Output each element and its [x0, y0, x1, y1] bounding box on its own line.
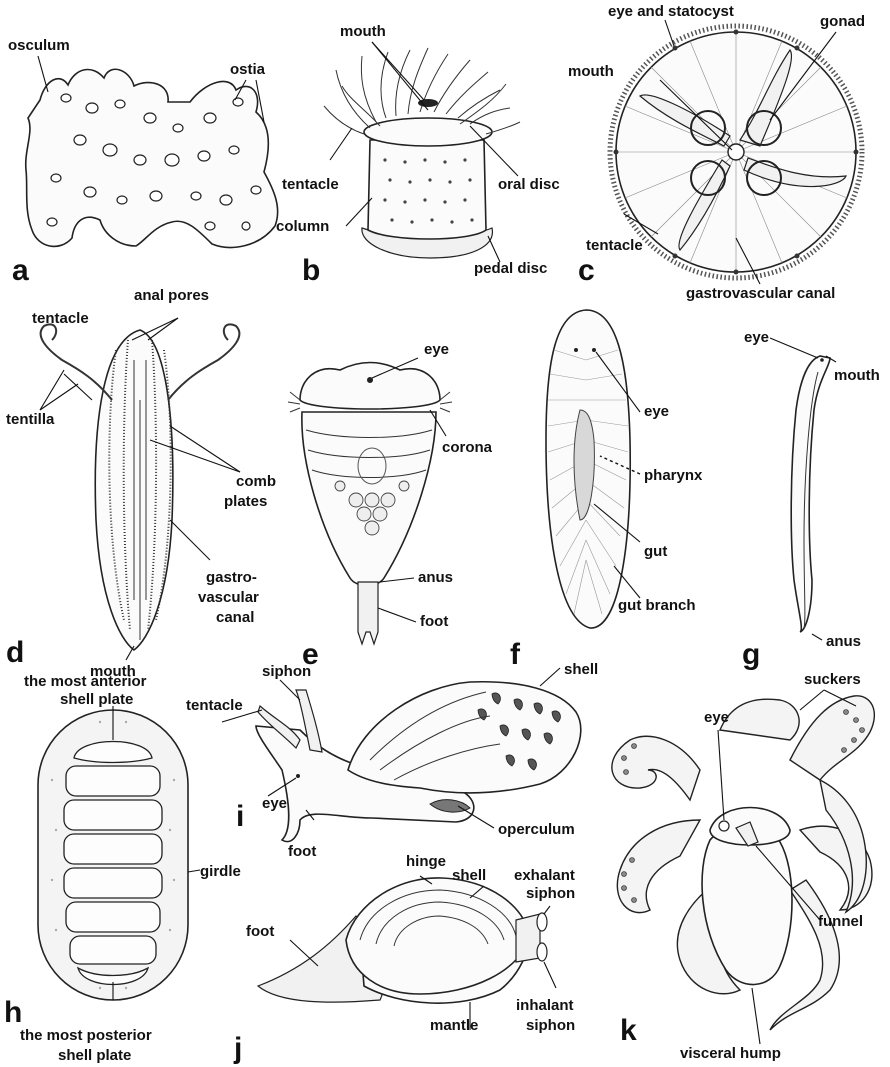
panel-e: eye corona anus foot e [288, 341, 493, 671]
label-exhalant-siphon: siphon [526, 885, 575, 902]
shell-plates [64, 742, 162, 985]
panel-letter-d: d [6, 636, 24, 669]
label-mouth-g: mouth [834, 367, 880, 384]
panel-letter-g: g [742, 638, 760, 671]
rotifer-head [300, 363, 440, 410]
panel-letter-h: h [4, 996, 22, 1029]
label-canal: canal [216, 609, 254, 626]
clam-siphons [516, 914, 540, 962]
panel-i: siphon shell tentacle eye operculum foot… [186, 661, 598, 860]
label-gastrovascular-canal: gastrovascular canal [686, 285, 835, 302]
label-comb: comb [236, 473, 276, 490]
eye-spot-i [296, 774, 300, 778]
label-inhalant-siphon: siphon [526, 1017, 575, 1034]
eye-spot-g [820, 358, 824, 362]
label-operculum: operculum [498, 821, 575, 838]
label-girdle: girdle [200, 863, 241, 880]
panel-c: eye and statocyst gonad mouth tentacle g… [568, 3, 865, 302]
label-eye-e: eye [424, 341, 449, 358]
label-eye-statocyst: eye and statocyst [608, 3, 734, 20]
mouth [418, 99, 438, 107]
panel-j: hinge shell exhalant siphon foot inhalan… [233, 853, 575, 1065]
label-column: column [276, 218, 329, 235]
label-vascular: vascular [198, 589, 259, 606]
eye-k [719, 821, 729, 831]
rotifer-foot [358, 582, 378, 644]
panel-a: osculum ostia a [8, 37, 278, 287]
label-gut: gut [644, 543, 667, 560]
panel-h: the most anterior shell plate girdle the… [4, 673, 241, 1064]
label-foot-e: foot [420, 613, 448, 630]
eye-spot-f [574, 348, 578, 352]
mouth-c [728, 144, 744, 160]
label-visceral-hump: visceral hump [680, 1045, 781, 1062]
label-anus-e: anus [418, 569, 453, 586]
panel-letter-c: c [578, 254, 595, 287]
panel-letter-k: k [620, 1014, 637, 1047]
label-pedal-disc: pedal disc [474, 260, 547, 277]
panel-letter-f: f [510, 638, 521, 671]
eye-spot-f2 [592, 348, 596, 352]
label-ostia: ostia [230, 61, 266, 78]
label-most-anterior: the most anterior [24, 673, 147, 690]
panel-g: eye mouth anus g [742, 329, 880, 671]
label-shell-j: shell [452, 867, 486, 884]
label-osculum: osculum [8, 37, 70, 54]
label-mouth-c: mouth [568, 63, 614, 80]
label-eye-g: eye [744, 329, 769, 346]
label-posterior-shell-plate: shell plate [58, 1047, 131, 1064]
panel-letter-i: i [236, 800, 244, 833]
label-tentacle-b: tentacle [282, 176, 339, 193]
panel-k: eye suckers funnel visceral hump k [612, 671, 874, 1062]
label-mantle: mantle [430, 1017, 478, 1034]
label-oral-disc: oral disc [498, 176, 560, 193]
label-most-posterior: the most posterior [20, 1027, 152, 1044]
panel-f: eye pharynx gut gut branch f [510, 310, 703, 671]
label-tentacle-d: tentacle [32, 310, 89, 327]
panel-letter-b: b [302, 254, 320, 287]
label-exhalant: exhalant [514, 867, 575, 884]
label-mouth-b: mouth [340, 23, 386, 40]
label-gut-branch: gut branch [618, 597, 696, 614]
label-tentacle-c: tentacle [586, 237, 643, 254]
exhalant-siphon-opening [537, 913, 547, 931]
label-anal-pores: anal pores [134, 287, 209, 304]
label-plates: plates [224, 493, 267, 510]
panel-d: tentacle anal pores tentilla comb plates… [6, 287, 276, 680]
label-siphon-i: siphon [262, 663, 311, 680]
label-shell-i: shell [564, 661, 598, 678]
label-anterior-shell-plate: shell plate [60, 691, 133, 708]
label-pharynx: pharynx [644, 467, 703, 484]
label-gastro: gastro- [206, 569, 257, 586]
nematode-body [791, 356, 830, 632]
label-hinge: hinge [406, 853, 446, 870]
label-eye-i: eye [262, 795, 287, 812]
label-anus-g: anus [826, 633, 861, 650]
inhalant-siphon-opening [537, 943, 547, 961]
label-gonad: gonad [820, 13, 865, 30]
panel-letter-j: j [233, 1032, 242, 1065]
label-tentilla: tentilla [6, 411, 55, 428]
label-eye-f: eye [644, 403, 669, 420]
label-eye-k: eye [704, 709, 729, 726]
label-suckers: suckers [804, 671, 861, 688]
panel-letter-a: a [12, 254, 29, 287]
label-tentacle-i: tentacle [186, 697, 243, 714]
label-foot-j: foot [246, 923, 274, 940]
label-foot-i: foot [288, 843, 316, 860]
column [368, 140, 486, 239]
label-inhalant: inhalant [516, 997, 574, 1014]
label-funnel: funnel [818, 913, 863, 930]
panel-b: mouth tentacle oral disc column pedal di… [276, 23, 560, 287]
label-corona: corona [442, 439, 493, 456]
